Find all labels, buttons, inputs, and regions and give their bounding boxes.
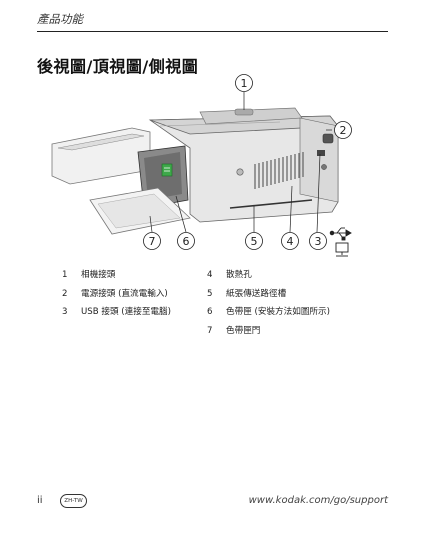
callout-1: 1: [235, 74, 253, 92]
svg-text:1: 1: [241, 77, 248, 90]
svg-text:3: 3: [315, 235, 322, 248]
section-header: 產品功能: [37, 12, 83, 26]
svg-text:5: 5: [251, 235, 258, 248]
svg-text:6: 6: [183, 235, 190, 248]
power-connector: [322, 133, 334, 144]
printer-body: [148, 107, 339, 223]
callout-3: 3: [309, 232, 327, 250]
callout-5: 5: [245, 232, 263, 250]
svg-text:7: 7: [149, 235, 156, 248]
svg-text:4: 4: [287, 235, 294, 248]
page-number: ii: [37, 495, 43, 506]
usb-icon: [329, 227, 352, 241]
callout-2: 2: [334, 121, 352, 139]
heat-vent: [254, 152, 304, 189]
callout-6: 6: [177, 232, 195, 250]
callout-4: 4: [281, 232, 299, 250]
support-url[interactable]: www.kodak.com/go/support: [248, 495, 388, 506]
callout-7: 7: [143, 232, 161, 250]
header-rule: [37, 31, 388, 32]
paper-slot: [229, 199, 313, 209]
language-badge: ZH-TW: [60, 494, 87, 508]
svg-text:2: 2: [340, 124, 347, 137]
computer-icon: [335, 242, 349, 257]
page-title: 後視圖/頂視圖/側視圖: [37, 57, 199, 76]
printer-illustration: 1 2 3 4 5 6 7: [51, 74, 352, 257]
usb-connector: [317, 150, 325, 156]
